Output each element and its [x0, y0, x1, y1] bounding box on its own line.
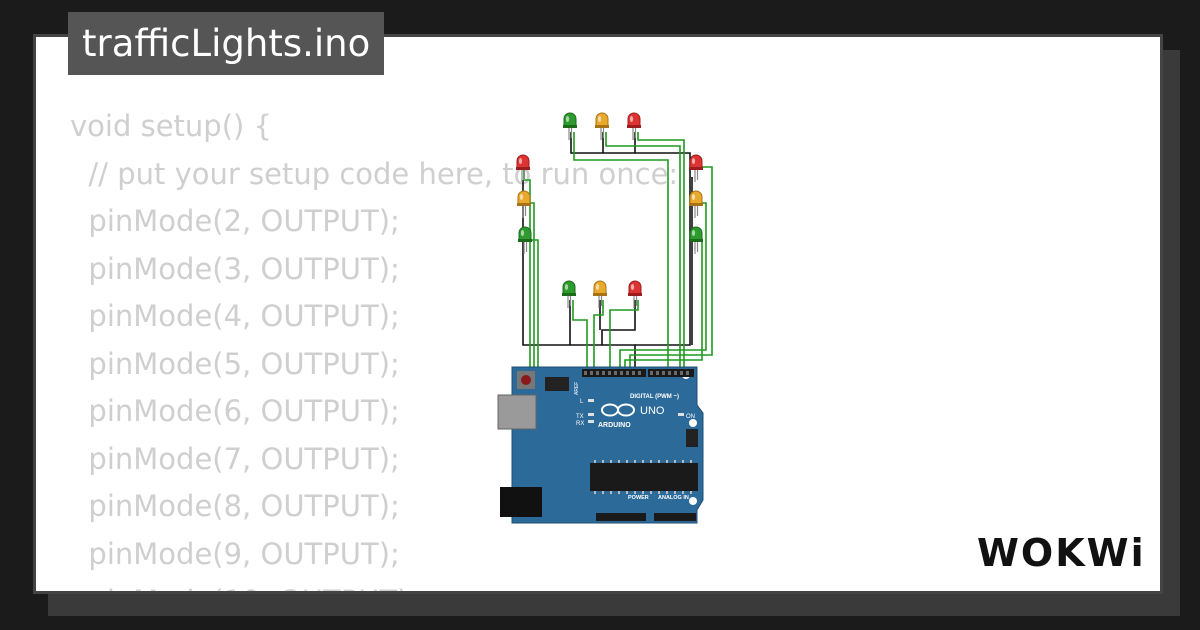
led-green-icon — [688, 226, 704, 255]
code-preview: void setup() { // put your setup code he… — [70, 103, 679, 591]
arduino-uno-board: DIGITAL (PWM ~) AREF TX RX L ON UNO ARDU… — [497, 366, 704, 524]
code-line: pinMode(6, OUTPUT); — [70, 394, 400, 428]
board-rx-label: RX — [576, 421, 584, 427]
code-line: pinMode(9, OUTPUT); — [70, 536, 400, 571]
project-filename: trafficLights.ino — [68, 12, 385, 75]
led-red-icon — [626, 112, 642, 141]
led-yellow-icon — [594, 112, 610, 141]
circuit-diagram: DIGITAL (PWM ~) AREF TX RX L ON UNO ARDU… — [497, 112, 713, 524]
board-analog-label: ANALOG IN — [658, 495, 689, 501]
led-yellow-icon — [688, 190, 704, 219]
wokwi-logo: WOKWi — [977, 531, 1146, 575]
code-line: pinMode(7, OUTPUT); — [70, 441, 400, 476]
led-red-icon — [688, 154, 704, 183]
board-l-label: L — [580, 399, 584, 405]
board-model: UNO — [640, 405, 665, 417]
code-line: // put your setup code here, to run once… — [70, 156, 679, 191]
board-power-label: POWER — [628, 495, 649, 501]
code-line: pinMode(4, OUTPUT); — [70, 299, 400, 333]
board-brand: ARDUINO — [598, 422, 631, 429]
arduino-logo-icon — [601, 403, 635, 417]
led-green-icon — [562, 112, 578, 141]
board-digital-label: DIGITAL (PWM ~) — [630, 394, 679, 400]
board-tx-label: TX — [576, 414, 584, 420]
code-line: pinMode(3, OUTPUT); — [70, 251, 400, 286]
board-on-label: ON — [686, 414, 695, 420]
code-line: pinMode(2, OUTPUT); — [70, 204, 400, 238]
wokwi-logo-text: WOKWi — [977, 531, 1146, 575]
code-line: void setup() { — [70, 109, 272, 143]
code-line: pinMode(10, OUTPUT); — [70, 578, 678, 591]
led-yellow-icon — [516, 190, 532, 219]
signal-wires — [523, 132, 713, 396]
board-aref-label: AREF — [574, 382, 580, 395]
code-line: pinMode(5, OUTPUT); — [70, 346, 400, 381]
led-green-icon — [561, 280, 577, 309]
led-red-icon — [515, 154, 531, 183]
ground-wires — [522, 132, 693, 367]
code-line: pinMode(8, OUTPUT); — [70, 489, 400, 523]
